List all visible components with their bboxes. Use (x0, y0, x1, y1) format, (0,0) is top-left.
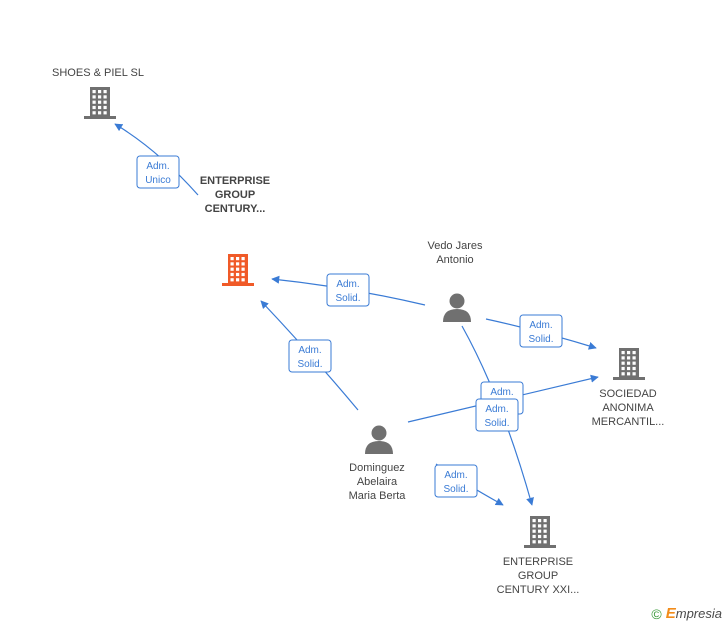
node-label: Vedo Jares (427, 240, 483, 252)
role-badge[interactable]: Adm. Solid. (288, 339, 332, 373)
building-icon (84, 87, 116, 119)
node-label: ENTERPRISE (200, 175, 270, 187)
role-badge-box (136, 155, 180, 189)
node-label: Maria Berta (349, 490, 407, 502)
role-badge-text: Adm. (336, 279, 359, 290)
role-badge[interactable]: Adm. Solid. (434, 464, 478, 498)
role-badge[interactable]: Adm. Solid. (475, 398, 519, 432)
role-badge[interactable]: Adm. Solid. (519, 314, 563, 348)
role-badge-text: Solid. (297, 359, 322, 370)
node-label: Dominguez (349, 462, 405, 474)
role-badge-box (326, 273, 370, 307)
node-label: Antonio (436, 254, 473, 266)
node-sociedad[interactable]: SOCIEDAD ANONIMA MERCANTIL... (592, 348, 665, 428)
role-badge-text: Unico (145, 175, 171, 186)
role-badge-text: Adm. (485, 404, 508, 415)
role-badge-text: Adm. (444, 470, 467, 481)
node-label: Abelaira (357, 476, 398, 488)
node-label: ENTERPRISE (503, 556, 573, 568)
role-badge-box (475, 398, 519, 432)
node-label: SHOES & PIEL SL (52, 67, 144, 79)
role-badge-box (434, 464, 478, 498)
person-icon (443, 293, 471, 322)
edge-ecg_main-to-shoes (114, 123, 199, 196)
node-label: GROUP (215, 189, 255, 201)
role-badge-box (519, 314, 563, 348)
role-badge-text: Adm. (298, 345, 321, 356)
role-badge[interactable]: Adm. Unico (136, 155, 180, 189)
role-badge[interactable]: Adm. Solid. (326, 273, 370, 307)
role-badge-text: Solid. (443, 484, 468, 495)
node-label: ANONIMA (602, 402, 654, 414)
role-badge-text: Solid. (484, 418, 509, 429)
role-badge-text: Adm. (146, 161, 169, 172)
role-badge-text: Adm. (490, 387, 513, 398)
brand-name: mpresia (675, 606, 722, 621)
role-badge-text: Solid. (335, 293, 360, 304)
node-label: CENTURY... (205, 203, 266, 215)
brand-initial: E (665, 605, 676, 622)
building-icon (613, 348, 645, 380)
node-ecg_main[interactable]: ENTERPRISE GROUP CENTURY... (200, 175, 270, 286)
person-icon (365, 425, 393, 454)
role-badge-box (288, 339, 332, 373)
role-badge-text: Adm. (529, 320, 552, 331)
role-badge-text: Solid. (528, 334, 553, 345)
node-label: SOCIEDAD (599, 388, 657, 400)
nodes-layer: SHOES & PIEL SL ENTERPRISE GROUP CENTURY...… (52, 67, 664, 596)
node-shoes[interactable]: SHOES & PIEL SL (52, 67, 144, 119)
building-icon (222, 254, 254, 286)
node-ecg_xxi[interactable]: ENTERPRISE GROUP CENTURY XXI... (497, 516, 580, 596)
node-label: GROUP (518, 570, 558, 582)
copyright-icon: © (651, 605, 662, 622)
roles-layer: Adm.UnicoAdm.Solid.Adm.Solid.Adm.Solid.A… (136, 155, 563, 498)
node-label: MERCANTIL... (592, 416, 665, 428)
building-icon (524, 516, 556, 548)
node-label: CENTURY XXI... (497, 584, 580, 596)
